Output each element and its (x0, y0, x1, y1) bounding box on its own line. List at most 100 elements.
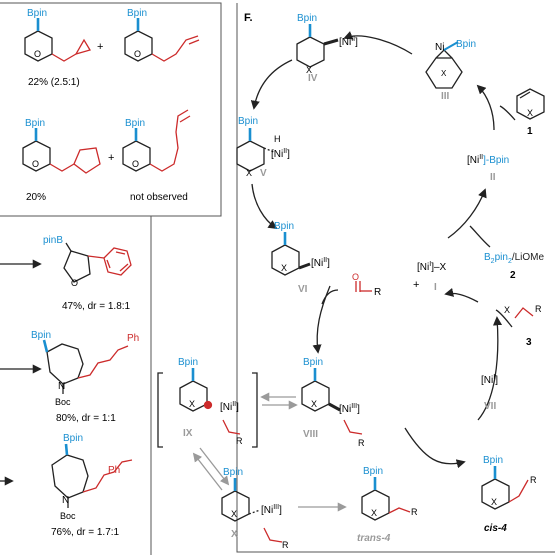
intermediate-iv (296, 24, 339, 68)
hook-halide (495, 309, 513, 328)
boc-2: Boc (60, 511, 76, 521)
ketone-radical-acceptor (355, 281, 372, 292)
top-left-text: Bpin Bpin O O + 22% (2.5:1) Bpin Bpin O … (25, 8, 188, 203)
ketone-r: R (374, 287, 381, 298)
label-ix: IX (183, 428, 193, 439)
top-left-panel (22, 18, 200, 174)
ni-ix: [NiII] (220, 401, 239, 413)
bpin-vi: Bpin (274, 221, 294, 232)
arrow-vi-to-viii (312, 285, 331, 354)
x-trans: X (371, 508, 377, 518)
oxygen-c: O (32, 159, 39, 169)
molecule-cyclopropylmethyl-thp (24, 18, 91, 62)
molecule-azepane-2 (51, 443, 133, 508)
h-v: H (274, 134, 281, 144)
intermediate-x (221, 478, 283, 543)
label-iv: IV (308, 73, 318, 84)
intermediate-viii (301, 368, 363, 435)
compound-1 (516, 88, 545, 120)
product-cis-4 (481, 466, 529, 510)
label-vii: VII (484, 401, 496, 412)
bpin-label-a: Bpin (27, 8, 47, 19)
product-trans-4 (361, 477, 411, 521)
ni-iv: [NiII] (339, 36, 358, 48)
label-x: X (231, 529, 238, 540)
catalytic-cycle (157, 24, 545, 543)
left-column-text: pinB O 47%, dr = 1.8:1 Bpin Ph N Boc 80%… (31, 235, 139, 538)
bpin-viii: Bpin (303, 357, 323, 368)
arrow-v-to-vi (251, 183, 278, 230)
ketone-o: O (352, 272, 359, 282)
oxygen-thf: O (71, 278, 78, 288)
label-cmpd2: 2 (510, 270, 516, 281)
ni-x: [NiIII] (261, 504, 282, 516)
yield-2: 80%, dr = 1:1 (56, 413, 116, 424)
r-viii: R (358, 438, 365, 448)
molecule-azepane-1 (42, 339, 129, 394)
molecule-thf-phenyl (63, 242, 132, 283)
ni-x-i: [NiI]–X (417, 261, 447, 273)
label-cmpd1: 1 (527, 126, 533, 137)
oxygen-d: O (132, 159, 139, 169)
ni-v: [NiII] (271, 148, 290, 160)
hook-ketone (321, 289, 339, 305)
bpin-azepane-2: Bpin (63, 433, 83, 444)
label-cmpd3: 3 (526, 337, 532, 348)
label-cis-4: cis-4 (484, 523, 507, 534)
caption-row1: 22% (2.5:1) (28, 77, 80, 88)
oxygen-b: O (134, 49, 141, 59)
plus-i: + (413, 279, 419, 291)
bpin-iv: Bpin (297, 13, 317, 24)
label-iii: III (441, 91, 450, 102)
arrow-viii-to-cis (404, 427, 466, 469)
left-column (0, 242, 133, 508)
ph-azepane-2: Ph (108, 465, 120, 476)
molecule-hexenyl-thp (122, 109, 191, 172)
intermediate-v (236, 128, 275, 172)
x-cmpd1: X (527, 108, 533, 118)
reagent-b2pin2: B2pin2/LiOMe (484, 252, 545, 265)
x-iv: X (306, 65, 312, 75)
molecule-butenyl-thp (124, 18, 200, 62)
plus-row1: + (97, 41, 103, 53)
ni-vi: [NiII] (311, 257, 330, 269)
x-ix: X (189, 399, 195, 409)
arrow-ii-to-iii (476, 84, 495, 131)
compound-3 (514, 307, 534, 319)
ni-iii-atom: Ni (435, 42, 444, 53)
bpin-azepane-1: Bpin (31, 330, 51, 341)
bpin-cis: Bpin (483, 455, 503, 466)
bpin-x: Bpin (223, 467, 243, 478)
arrow-to-i (444, 287, 479, 303)
label-v: V (260, 168, 267, 179)
equilibrium-arrow-3 (199, 447, 230, 486)
intermediate-ix (157, 368, 258, 448)
r-cis: R (530, 475, 537, 485)
bpin-trans: Bpin (363, 466, 383, 477)
intermediate-vi (271, 232, 311, 276)
ph-azepane-1: Ph (127, 333, 139, 344)
pinb-label: pinB (43, 235, 63, 246)
bpin-label-b: Bpin (127, 8, 147, 19)
nitrogen-1: N (58, 381, 65, 392)
ni-viii: [NiIII] (339, 403, 360, 415)
x-cmpd3: X (504, 305, 510, 315)
bpin-iii: Bpin (456, 39, 476, 50)
ni-bpin-ii: [NiII]-Bpin (467, 154, 509, 166)
label-viii: VIII (303, 429, 318, 440)
ni-vii: [NiI] (481, 374, 498, 386)
cycle-text: F. Bpin X [NiII] IV Ni Bpin X III X 1 Bp… (178, 12, 545, 550)
arrow-i-to-ii (447, 188, 487, 239)
label-i: I (434, 282, 437, 293)
bpin-label-d: Bpin (125, 118, 145, 129)
nitrogen-2: N (62, 495, 69, 506)
yield-1: 47%, dr = 1.8:1 (62, 301, 131, 312)
bpin-ix: Bpin (178, 357, 198, 368)
molecule-cyclopentylmethyl-thp (22, 128, 101, 174)
hook-alkene (499, 105, 516, 121)
equilibrium-arrow-4 (192, 452, 223, 491)
label-vi: VI (298, 284, 308, 295)
bpin-label-c: Bpin (25, 118, 45, 129)
